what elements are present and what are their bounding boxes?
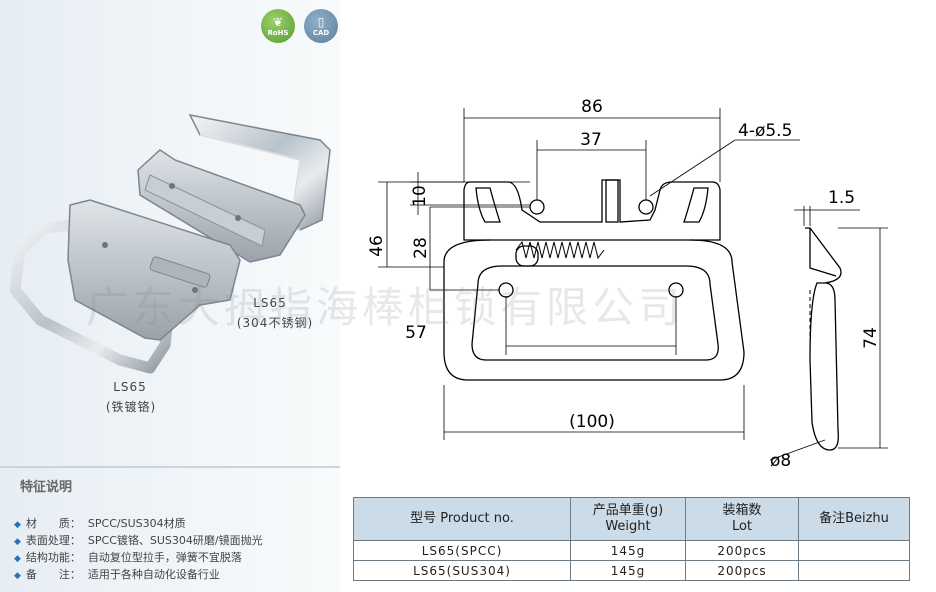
cell-weight: 145g	[570, 540, 686, 561]
base-plate	[463, 179, 721, 241]
dim-thickness: 1.5	[828, 188, 855, 208]
cell-model: LS65(SPCC)	[353, 540, 571, 561]
cell-model: LS65(SUS304)	[353, 560, 571, 581]
chrome-handle-photo	[9, 199, 241, 374]
cell-lot: 200pcs	[685, 540, 799, 561]
col-model: 型号 Product no.	[353, 497, 571, 541]
bottom-product-material: (铁镀铬)	[105, 400, 157, 414]
cell-note	[798, 540, 910, 561]
dim-holes: 4-ø5.5	[738, 121, 792, 141]
document-icon: ▯	[317, 14, 325, 29]
feature-surface: ◆表面处理：SPCC镀铬、SUS304研磨/镜面抛光	[14, 534, 263, 547]
cell-note	[798, 560, 910, 581]
dim-rod-diameter: ø8	[770, 451, 791, 471]
dim-handle-width: (100)	[569, 412, 615, 432]
feature-structure: ◆结构功能：自动复位型拉手，弹簧不宜脱落	[14, 551, 242, 564]
product-photos	[9, 113, 331, 374]
spring	[515, 240, 605, 260]
divider	[0, 466, 340, 468]
bullet-icon: ◆	[14, 520, 21, 530]
bottom-product-name: LS65	[113, 380, 147, 394]
bullet-icon: ◆	[14, 537, 21, 547]
product-photo-panel: ❦ RoHS ▯ CAD	[0, 0, 340, 592]
dim-height-46: 46	[367, 235, 387, 257]
top-product-material: (304不锈钢)	[236, 316, 314, 330]
cell-lot: 200pcs	[685, 560, 799, 581]
top-product-name: LS65	[253, 296, 287, 310]
watermark: 广东大拇指海棒柜锁有限公司	[86, 283, 685, 332]
handle-inner	[471, 265, 719, 361]
leaf-icon: ❦	[272, 14, 284, 29]
dim-hole-spacing-top: 37	[580, 130, 602, 150]
col-notes: 备注Beizhu	[798, 497, 910, 541]
table-header-row: 型号 Product no. 产品单重(g) Weight 装箱数 Lot 备注…	[353, 497, 910, 541]
feature-material: ◆材 质：SPCC/SUS304材质	[14, 517, 186, 530]
dim-height-28: 28	[411, 237, 431, 259]
col-lot: 装箱数 Lot	[685, 497, 799, 541]
handle-outer	[443, 239, 745, 381]
dim-hole-spacing-bottom: 57	[405, 323, 427, 343]
dim-depth: 74	[861, 327, 881, 349]
spec-table: 型号 Product no. 产品单重(g) Weight 装箱数 Lot 备注…	[353, 497, 910, 581]
technical-drawing: 86 37 4-ø5.5 1.5 57 (100) ø8 10 46 28 74	[367, 97, 888, 471]
cad-badge[interactable]: ▯ CAD	[304, 9, 338, 43]
dim-overall-width: 86	[581, 97, 603, 117]
rohs-badge: ❦ RoHS	[261, 9, 295, 43]
table-row: LS65(SUS304) 145g 200pcs	[353, 560, 910, 581]
bullet-icon: ◆	[14, 554, 21, 564]
feature-notes: ◆备 注：适用于各种自动化设备行业	[14, 568, 220, 581]
stainless-handle-photo	[137, 113, 331, 263]
col-weight: 产品单重(g) Weight	[570, 497, 686, 541]
dim-height-10: 10	[410, 185, 430, 207]
bullet-icon: ◆	[14, 571, 21, 581]
cell-weight: 145g	[570, 560, 686, 581]
table-row: LS65(SPCC) 145g 200pcs	[353, 540, 910, 561]
features-title: 特征说明	[20, 480, 73, 495]
side-view	[805, 227, 842, 451]
